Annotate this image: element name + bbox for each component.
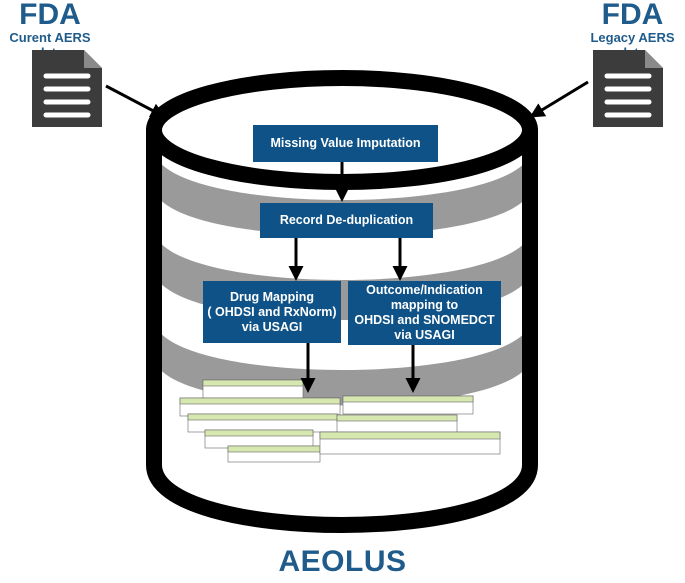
step-record-deduplication: Record De-duplication: [260, 203, 433, 238]
aeolus-label: AEOLUS: [278, 545, 407, 578]
document-icon: [32, 50, 102, 127]
document-icon: [593, 50, 663, 127]
arrow-right-source: [529, 80, 589, 118]
step-drug-mapping: Drug Mapping ( OHDSI and RxNorm) via USA…: [203, 281, 341, 343]
step-outcome-indication-mapping: Outcome/Indication mapping to OHDSI and …: [348, 281, 501, 345]
source-left-title: FDA: [19, 0, 81, 31]
flow-arrows: [105, 80, 589, 393]
arrow-left-source: [105, 84, 166, 118]
mini-tables-right: [319, 395, 501, 455]
step-missing-value-imputation: Missing Value Imputation: [253, 125, 438, 162]
mini-tables-left: [179, 379, 341, 463]
source-right-title: FDA: [601, 0, 664, 31]
